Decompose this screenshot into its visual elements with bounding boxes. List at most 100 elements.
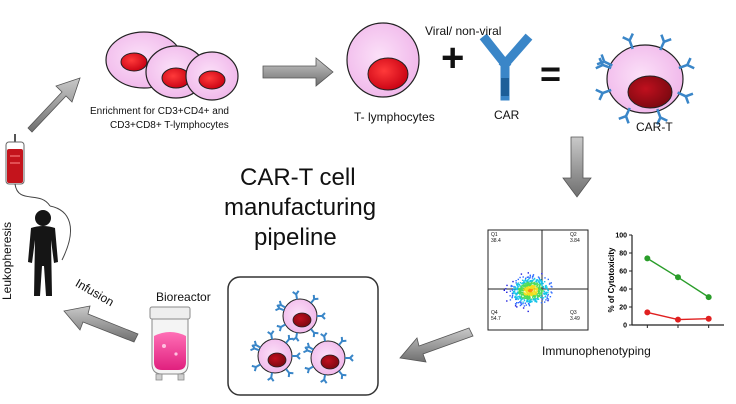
flow-event [520, 302, 522, 305]
flow-event [528, 304, 531, 307]
flow-event [515, 288, 517, 290]
flow-event [514, 286, 517, 288]
flow-event [543, 292, 545, 294]
expanded-cell-3 [310, 340, 346, 376]
flow-event [536, 287, 539, 289]
flow-event [547, 290, 550, 292]
flow-event [534, 288, 536, 290]
flow-event [516, 287, 519, 289]
flow-event [538, 278, 541, 280]
flow-event [525, 284, 528, 286]
flow-event [544, 295, 547, 297]
flow-event [532, 298, 535, 300]
flow-event [545, 284, 547, 287]
flow-event [546, 297, 548, 299]
flow-event [535, 293, 537, 295]
expanded-receptor-2-4 [292, 352, 301, 360]
flow-event [520, 293, 523, 296]
flow-event [524, 278, 527, 281]
flow-event [527, 298, 529, 300]
flow-event [541, 284, 543, 286]
flow-event [511, 294, 514, 297]
flow-event [528, 300, 530, 302]
flow-event [529, 274, 531, 276]
flow-event [546, 297, 548, 300]
flow-event [526, 298, 528, 301]
flow-cytometry-events [503, 272, 553, 313]
flow-event [533, 299, 536, 301]
flow-event [529, 284, 531, 286]
flow-event [520, 299, 522, 302]
flow-event [532, 296, 534, 298]
flow-event [538, 285, 541, 288]
y-tick-label: 20 [619, 305, 627, 312]
flow-event [514, 305, 517, 307]
flow-event [511, 297, 513, 299]
flow-event [520, 287, 522, 289]
viral-label: Viral/ non-viral [425, 24, 502, 38]
flow-event [511, 285, 513, 287]
flow-event [519, 296, 521, 299]
y-tick-label: 80 [619, 251, 627, 258]
flow-event [540, 279, 542, 281]
flow-event [538, 288, 541, 290]
flow-event [521, 286, 523, 289]
flow-event [506, 291, 508, 293]
arrow-phenotype-to-bioreactor [399, 327, 474, 363]
flow-event [528, 295, 530, 297]
flow-event [506, 300, 508, 302]
flow-event [522, 307, 525, 309]
flow-event [539, 284, 541, 286]
expanded-receptor-1-5 [310, 328, 319, 338]
expanded-receptor-1-8 [275, 304, 285, 312]
flow-event [540, 291, 543, 294]
flow-q1-value: 38.4 [491, 238, 501, 244]
flow-event [535, 301, 538, 303]
flow-event [522, 289, 524, 291]
flow-event [524, 289, 526, 292]
expanded-cell-2 [257, 338, 293, 374]
flow-event [545, 299, 547, 301]
y-tick-label: 60 [619, 269, 627, 276]
blood-bag-icon [5, 134, 51, 207]
flow-event [531, 284, 533, 287]
flow-event [534, 297, 536, 299]
flow-q3-value: 3.49 [570, 316, 580, 322]
series-2-point [644, 309, 651, 316]
leukopheresis-label: Leukopheresis [0, 221, 14, 300]
flow-event [527, 279, 529, 282]
flow-event [540, 294, 542, 296]
expanded-receptor-2-2 [267, 330, 275, 340]
flow-event [524, 281, 526, 284]
series-1-point [705, 294, 712, 301]
flow-event [533, 291, 536, 293]
y-tick-label: 0 [623, 323, 627, 330]
flow-event [537, 276, 540, 278]
arrow-enrich-to-tcell [262, 57, 334, 87]
flow-event [528, 301, 531, 303]
flow-event [540, 290, 542, 292]
flow-event [528, 284, 530, 287]
y-tick-label: 40 [619, 287, 627, 294]
flow-event [528, 287, 530, 290]
flow-event [519, 304, 522, 307]
flow-event [532, 291, 534, 293]
flow-event [516, 284, 519, 286]
expanded-receptor-3-8 [303, 346, 313, 354]
flow-event [521, 279, 524, 281]
flow-event [523, 305, 526, 307]
flow-event [535, 283, 537, 286]
flow-event [536, 288, 538, 291]
flow-event [527, 282, 530, 284]
flow-event [509, 299, 512, 301]
car-receptor-7 [618, 107, 631, 124]
flow-event [518, 283, 521, 286]
flow-event [536, 286, 538, 288]
flow-event [517, 285, 519, 287]
equals-symbol: = [540, 53, 562, 94]
flow-event [530, 298, 532, 300]
flow-event [541, 273, 543, 275]
flow-event [528, 294, 531, 296]
flow-event [539, 279, 541, 281]
